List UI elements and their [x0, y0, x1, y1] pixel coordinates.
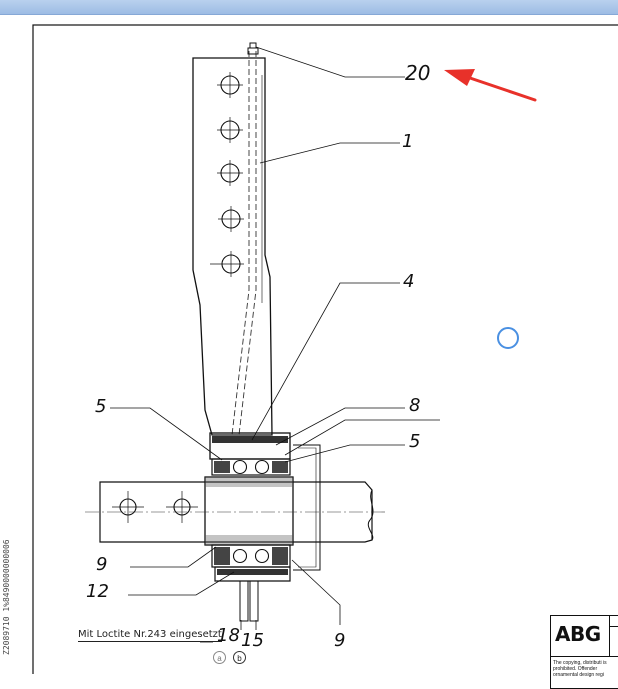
side-document-code: Z2089710 1%8490000000006UQ: [2, 540, 11, 655]
callout-5-right: 5: [409, 431, 421, 452]
callout-5-left: 5: [95, 396, 107, 417]
technical-drawing: [32, 24, 618, 674]
arm-holes: [220, 75, 241, 274]
company-logo: ABG: [555, 622, 601, 646]
viewer-top-bar: [0, 0, 618, 15]
loctite-note: Mit Loctite Nr.243 eingesetzt: [78, 629, 222, 642]
callout-18: 18: [217, 625, 240, 646]
callout-20: 20: [405, 61, 431, 85]
document-viewer[interactable]: Z2089710 1%8490000000006UQ 20 1 4 5 8 5 …: [0, 15, 618, 689]
title-block: ABG The copying, distributi is prohibite…: [550, 615, 618, 689]
callout-4: 4: [403, 271, 415, 292]
callout-12: 12: [86, 581, 109, 602]
callout-15: 15: [241, 630, 264, 651]
callout-8: 8: [409, 395, 421, 416]
annotation-arrow-icon: [444, 69, 537, 102]
variant-marker-b: b: [233, 651, 246, 664]
variant-marker-a: a: [213, 651, 226, 664]
title-block-separator: [551, 656, 618, 657]
callout-9-left: 9: [96, 554, 108, 575]
callout-1: 1: [402, 131, 414, 152]
copyright-notice: The copying, distributi is prohibited. O…: [553, 660, 607, 678]
title-block-inner-line: [609, 626, 618, 627]
title-block-divider: [609, 616, 610, 656]
cursor-ring-icon: [497, 327, 519, 349]
callout-9-bottom: 9: [334, 630, 346, 651]
